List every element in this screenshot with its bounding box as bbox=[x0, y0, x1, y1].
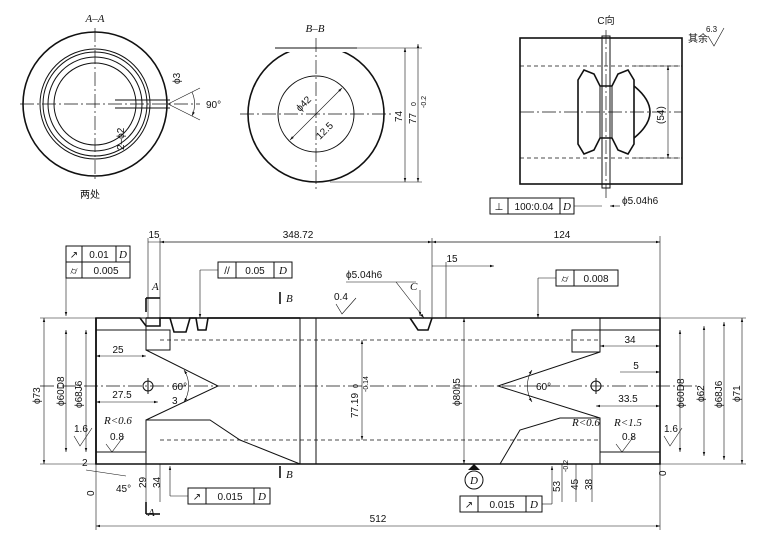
left-f08: 0.8 bbox=[110, 432, 124, 443]
bb-bore: ϕ42 bbox=[294, 94, 314, 114]
view-c: C向 其余 6.3 (54) ⊥ 100:0.04 D ϕ5.04h6 bbox=[489, 14, 725, 215]
right-tol53: -0.2 bbox=[563, 460, 570, 472]
aa-hole-diameter: ϕ3 bbox=[172, 72, 183, 84]
dim-124: 124 bbox=[554, 230, 571, 241]
fcf-br-ref: D bbox=[529, 499, 538, 511]
fcf-bl-tol: 0.015 bbox=[217, 492, 242, 503]
center-tol-lo: -0.14 bbox=[363, 376, 370, 392]
right-d60d8: ϕ60D8 bbox=[676, 378, 687, 408]
left-r06: R<0.6 bbox=[103, 415, 132, 427]
c-dim-54: (54) bbox=[656, 106, 667, 124]
bb-77-lo: -0.2 bbox=[421, 96, 428, 108]
fcf-left-ref1: D bbox=[118, 249, 127, 261]
finish-value: 6.3 bbox=[706, 25, 718, 34]
fcf-parallel-ref: D bbox=[278, 265, 287, 277]
section-b-top: B bbox=[286, 293, 293, 305]
left-d27-5: 27.5 bbox=[112, 390, 132, 401]
fcf-left-tol2: 0.005 bbox=[93, 266, 118, 277]
left-angle-60: 60° bbox=[172, 382, 187, 393]
finish-04: 0.4 bbox=[334, 292, 348, 303]
right-zero: 0 bbox=[658, 470, 669, 476]
right-f08: 0.8 bbox=[622, 432, 636, 443]
perp-datum: D bbox=[562, 201, 571, 213]
section-a-bottom: A bbox=[147, 507, 155, 519]
main-view: 15 348.72 124 15 60° 60° bbox=[32, 230, 746, 530]
right-d71: ϕ71 bbox=[732, 385, 743, 402]
fcf-bl-ref: D bbox=[257, 491, 266, 503]
right-r06: R<0.6 bbox=[571, 417, 600, 429]
fcf-br-symbol: ↗ bbox=[465, 500, 473, 511]
left-d29: 29 bbox=[138, 476, 149, 488]
dim-348: 348.72 bbox=[283, 230, 314, 241]
overall-length: 512 bbox=[370, 514, 387, 525]
dim-15-right: 15 bbox=[446, 254, 458, 265]
right-d45: 45 bbox=[570, 478, 581, 490]
left-d3: 3 bbox=[172, 396, 178, 407]
fcf-right-symbol: ⌭ bbox=[561, 274, 569, 285]
left-f16: 1.6 bbox=[74, 424, 88, 435]
fcf-parallel-tol: 0.05 bbox=[245, 266, 265, 277]
dim-15-left: 15 bbox=[148, 230, 160, 241]
bb-77: 77 bbox=[408, 112, 419, 124]
left-d68j6: ϕ68J6 bbox=[74, 380, 85, 408]
view-b-b: B–B ϕ42 12.5 74 77 0 -0.2 bbox=[240, 23, 428, 190]
fcf-parallel-symbol: // bbox=[224, 266, 230, 277]
view-b-b-title: B–B bbox=[306, 23, 325, 35]
fcf-br-tol: 0.015 bbox=[489, 500, 514, 511]
left-d73: ϕ73 bbox=[32, 387, 43, 404]
right-d38: 38 bbox=[584, 478, 595, 490]
left-d2: 2 bbox=[82, 458, 88, 469]
view-c-marker: C bbox=[410, 281, 418, 293]
left-d45: 45° bbox=[116, 484, 131, 495]
right-d62: ϕ62 bbox=[696, 385, 707, 402]
left-d34: 34 bbox=[152, 476, 163, 488]
center-d80h5: ϕ80h5 bbox=[452, 378, 463, 406]
fcf-bl-symbol: ↗ bbox=[193, 492, 201, 503]
right-d68j6: ϕ68J6 bbox=[714, 380, 725, 408]
right-r15: R<1.5 bbox=[613, 417, 642, 429]
fcf-left-tol1: 0.01 bbox=[89, 250, 109, 261]
section-b-bottom: B bbox=[286, 469, 293, 481]
c-pin-fit: ϕ5.04h6 bbox=[622, 196, 659, 207]
left-d60d8: ϕ60D8 bbox=[56, 376, 67, 406]
finish-label: 其余 bbox=[688, 32, 708, 45]
center-d77-19: 77.19 bbox=[350, 393, 361, 418]
view-c-title: C向 bbox=[597, 14, 614, 27]
right-d34: 34 bbox=[624, 335, 636, 346]
right-d5: 5 bbox=[633, 361, 639, 372]
perp-tolerance: 100:0.04 bbox=[515, 202, 554, 213]
fcf-left-runout-symbol: ↗ bbox=[70, 250, 78, 261]
right-angle-60: 60° bbox=[536, 382, 551, 393]
aa-spec: 2–ϕ2 bbox=[116, 127, 127, 150]
perp-symbol: ⊥ bbox=[495, 202, 504, 213]
aa-angle: 90° bbox=[206, 100, 221, 111]
right-d33-5: 33.5 bbox=[618, 394, 638, 405]
view-a-a: A–A 90° ϕ3 2–ϕ2 两处 bbox=[20, 13, 221, 201]
left-zero: 0 bbox=[86, 490, 97, 496]
right-f16: 1.6 bbox=[664, 424, 678, 435]
fcf-right-tol: 0.008 bbox=[583, 274, 608, 285]
left-d25: 25 bbox=[112, 345, 124, 356]
aa-note: 两处 bbox=[80, 189, 100, 201]
bb-77-up: 0 bbox=[411, 102, 418, 106]
fcf-left-cyl-symbol: ⌭ bbox=[70, 266, 78, 277]
bb-74: 74 bbox=[394, 110, 405, 122]
main-pin-fit: ϕ5.04h6 bbox=[346, 270, 383, 281]
right-d53: 53 bbox=[552, 480, 563, 492]
datum-d: D bbox=[469, 475, 478, 487]
center-tol-up: 0 bbox=[353, 384, 360, 388]
view-a-a-title: A–A bbox=[85, 13, 105, 25]
section-a-top: A bbox=[151, 281, 159, 293]
bb-r: 12.5 bbox=[314, 120, 336, 142]
